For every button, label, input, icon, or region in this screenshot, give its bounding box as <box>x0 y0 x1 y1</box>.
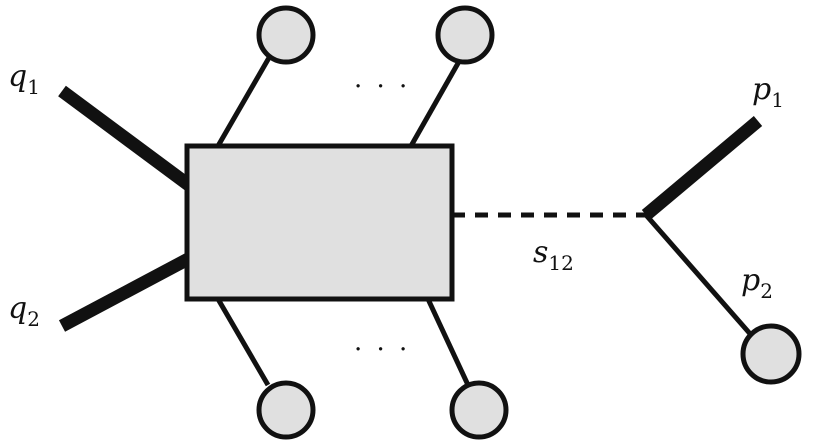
bottom-right-blob <box>449 380 509 440</box>
s12-base: s <box>533 235 548 270</box>
central-box <box>184 143 455 302</box>
top-right-leg <box>408 56 464 148</box>
bottom-right-leg <box>425 297 471 387</box>
top-ellipsis: · · · <box>354 72 410 102</box>
bottom-left-blob <box>256 380 316 440</box>
p2-label: p2 <box>741 263 773 303</box>
s12-label: s12 <box>533 235 574 275</box>
p2-base: p <box>741 263 760 298</box>
p2-blob <box>740 323 802 385</box>
bottom-ellipsis: · · · <box>354 335 410 365</box>
top-left-blob <box>256 5 316 65</box>
p1-base: p <box>752 72 771 107</box>
top-left-leg <box>215 54 273 148</box>
q1-label: q1 <box>8 59 40 99</box>
top-right-blob <box>435 5 495 65</box>
q2-base: q <box>8 291 27 326</box>
q2-leg <box>58 252 194 332</box>
p1-sub: 1 <box>771 88 784 112</box>
p1-leg <box>641 116 763 220</box>
q1-leg <box>58 85 194 192</box>
bottom-left-leg <box>215 297 271 387</box>
q1-base: q <box>8 59 27 94</box>
q1-sub: 1 <box>27 75 40 99</box>
q2-label: q2 <box>8 291 40 331</box>
p2-leg <box>644 213 754 338</box>
p1-label: p1 <box>752 72 784 112</box>
q2-sub: 2 <box>27 307 40 331</box>
p2-sub: 2 <box>760 279 773 303</box>
s12-sub: 12 <box>548 251 573 275</box>
